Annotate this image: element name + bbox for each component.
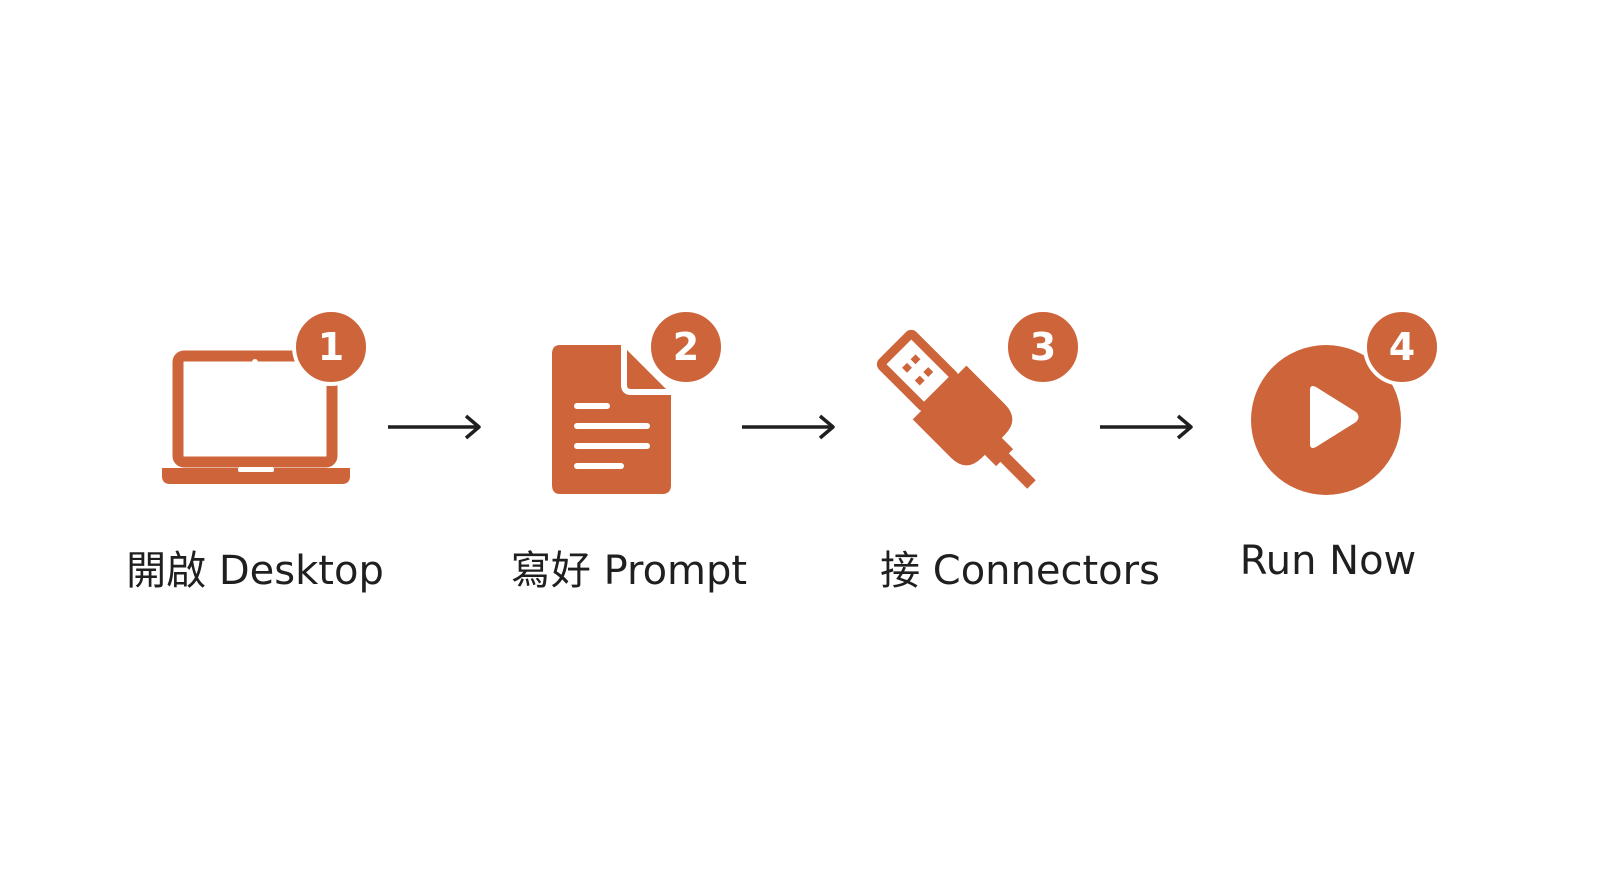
step-label: 開啟 Desktop bbox=[126, 548, 384, 594]
step-label: Run Now bbox=[1239, 538, 1417, 584]
step-write-prompt: 2 寫好 Prompt bbox=[464, 300, 784, 620]
document-icon bbox=[464, 300, 784, 510]
arrow-right-icon bbox=[740, 410, 840, 444]
step-label: 接 Connectors bbox=[880, 548, 1160, 594]
arrow-right-icon bbox=[1098, 410, 1198, 444]
step-number-badge: 3 bbox=[1004, 308, 1082, 386]
usb-plug-icon bbox=[830, 300, 1150, 510]
step-number-badge: 1 bbox=[292, 308, 370, 386]
laptop-icon bbox=[100, 300, 420, 510]
step-number-badge: 2 bbox=[647, 308, 725, 386]
step-run-now: 4 Run Now bbox=[1198, 300, 1518, 620]
step-number-badge: 4 bbox=[1363, 308, 1441, 386]
step-label: 寫好 Prompt bbox=[510, 548, 748, 594]
step-open-desktop: 1 開啟 Desktop bbox=[100, 300, 420, 620]
arrow-right-icon bbox=[386, 410, 486, 444]
play-icon bbox=[1198, 300, 1518, 510]
step-connect-connectors: 3 接 Connectors bbox=[830, 300, 1160, 620]
